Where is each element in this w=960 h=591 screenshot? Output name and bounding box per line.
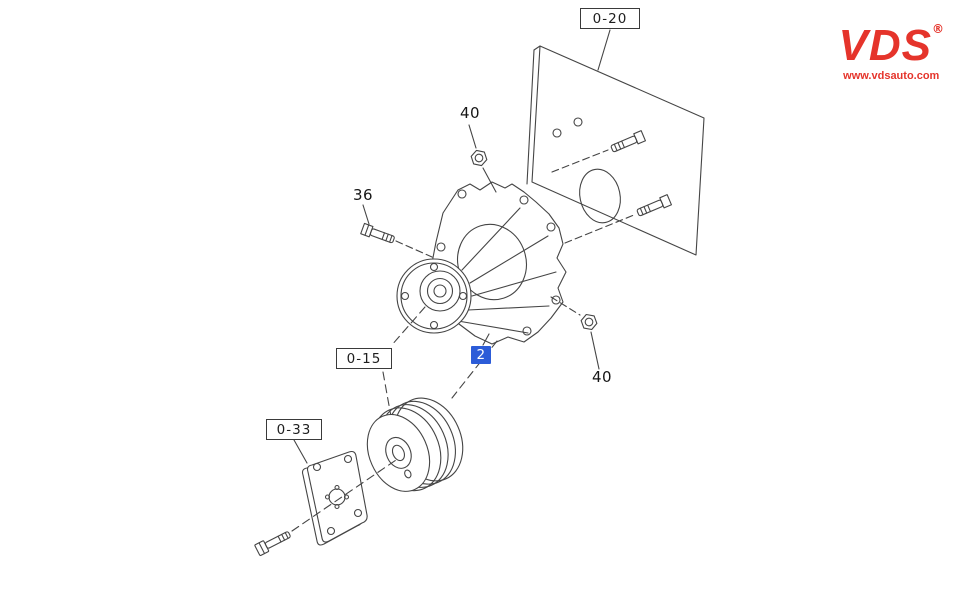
- gasket-plate-drawing: [293, 439, 368, 546]
- part-label-40-upper[interactable]: 40: [459, 104, 481, 122]
- vds-website-text: www.vdsauto.com: [843, 70, 940, 82]
- leader-0-20: [597, 29, 611, 71]
- bolt-36-drawing: [360, 204, 433, 258]
- pulley-drawing: [366, 397, 464, 492]
- plate-bolt-lower: [564, 194, 672, 244]
- vds-logo: VDS® www.vdsauto.com: [838, 21, 944, 82]
- ref-box-0-20-label: 0-20: [592, 10, 628, 27]
- ref-box-0-15[interactable]: 0-15: [336, 348, 392, 369]
- ref-box-0-33-label: 0-33: [276, 421, 312, 438]
- axis-dash-3: [451, 340, 498, 399]
- leader-part-2: [482, 333, 490, 346]
- part-label-40-lower[interactable]: 40: [591, 368, 613, 386]
- ref-box-0-15-label: 0-15: [346, 350, 382, 367]
- nut-upper-drawing: [468, 124, 497, 193]
- gasket-bolt-drawing: [254, 459, 397, 556]
- vds-logo-text: VDS: [838, 21, 932, 70]
- plate-bolt-upper: [551, 130, 646, 173]
- part-label-2-selected[interactable]: 2: [471, 346, 491, 364]
- water-pump-drawing: [396, 181, 567, 345]
- part-label-36[interactable]: 36: [352, 186, 374, 204]
- axis-dash-1: [390, 306, 426, 347]
- registered-mark: ®: [932, 22, 944, 36]
- ref-box-0-33[interactable]: 0-33: [266, 419, 322, 440]
- nut-lower-drawing: [550, 296, 600, 370]
- ref-box-0-20[interactable]: 0-20: [580, 8, 640, 29]
